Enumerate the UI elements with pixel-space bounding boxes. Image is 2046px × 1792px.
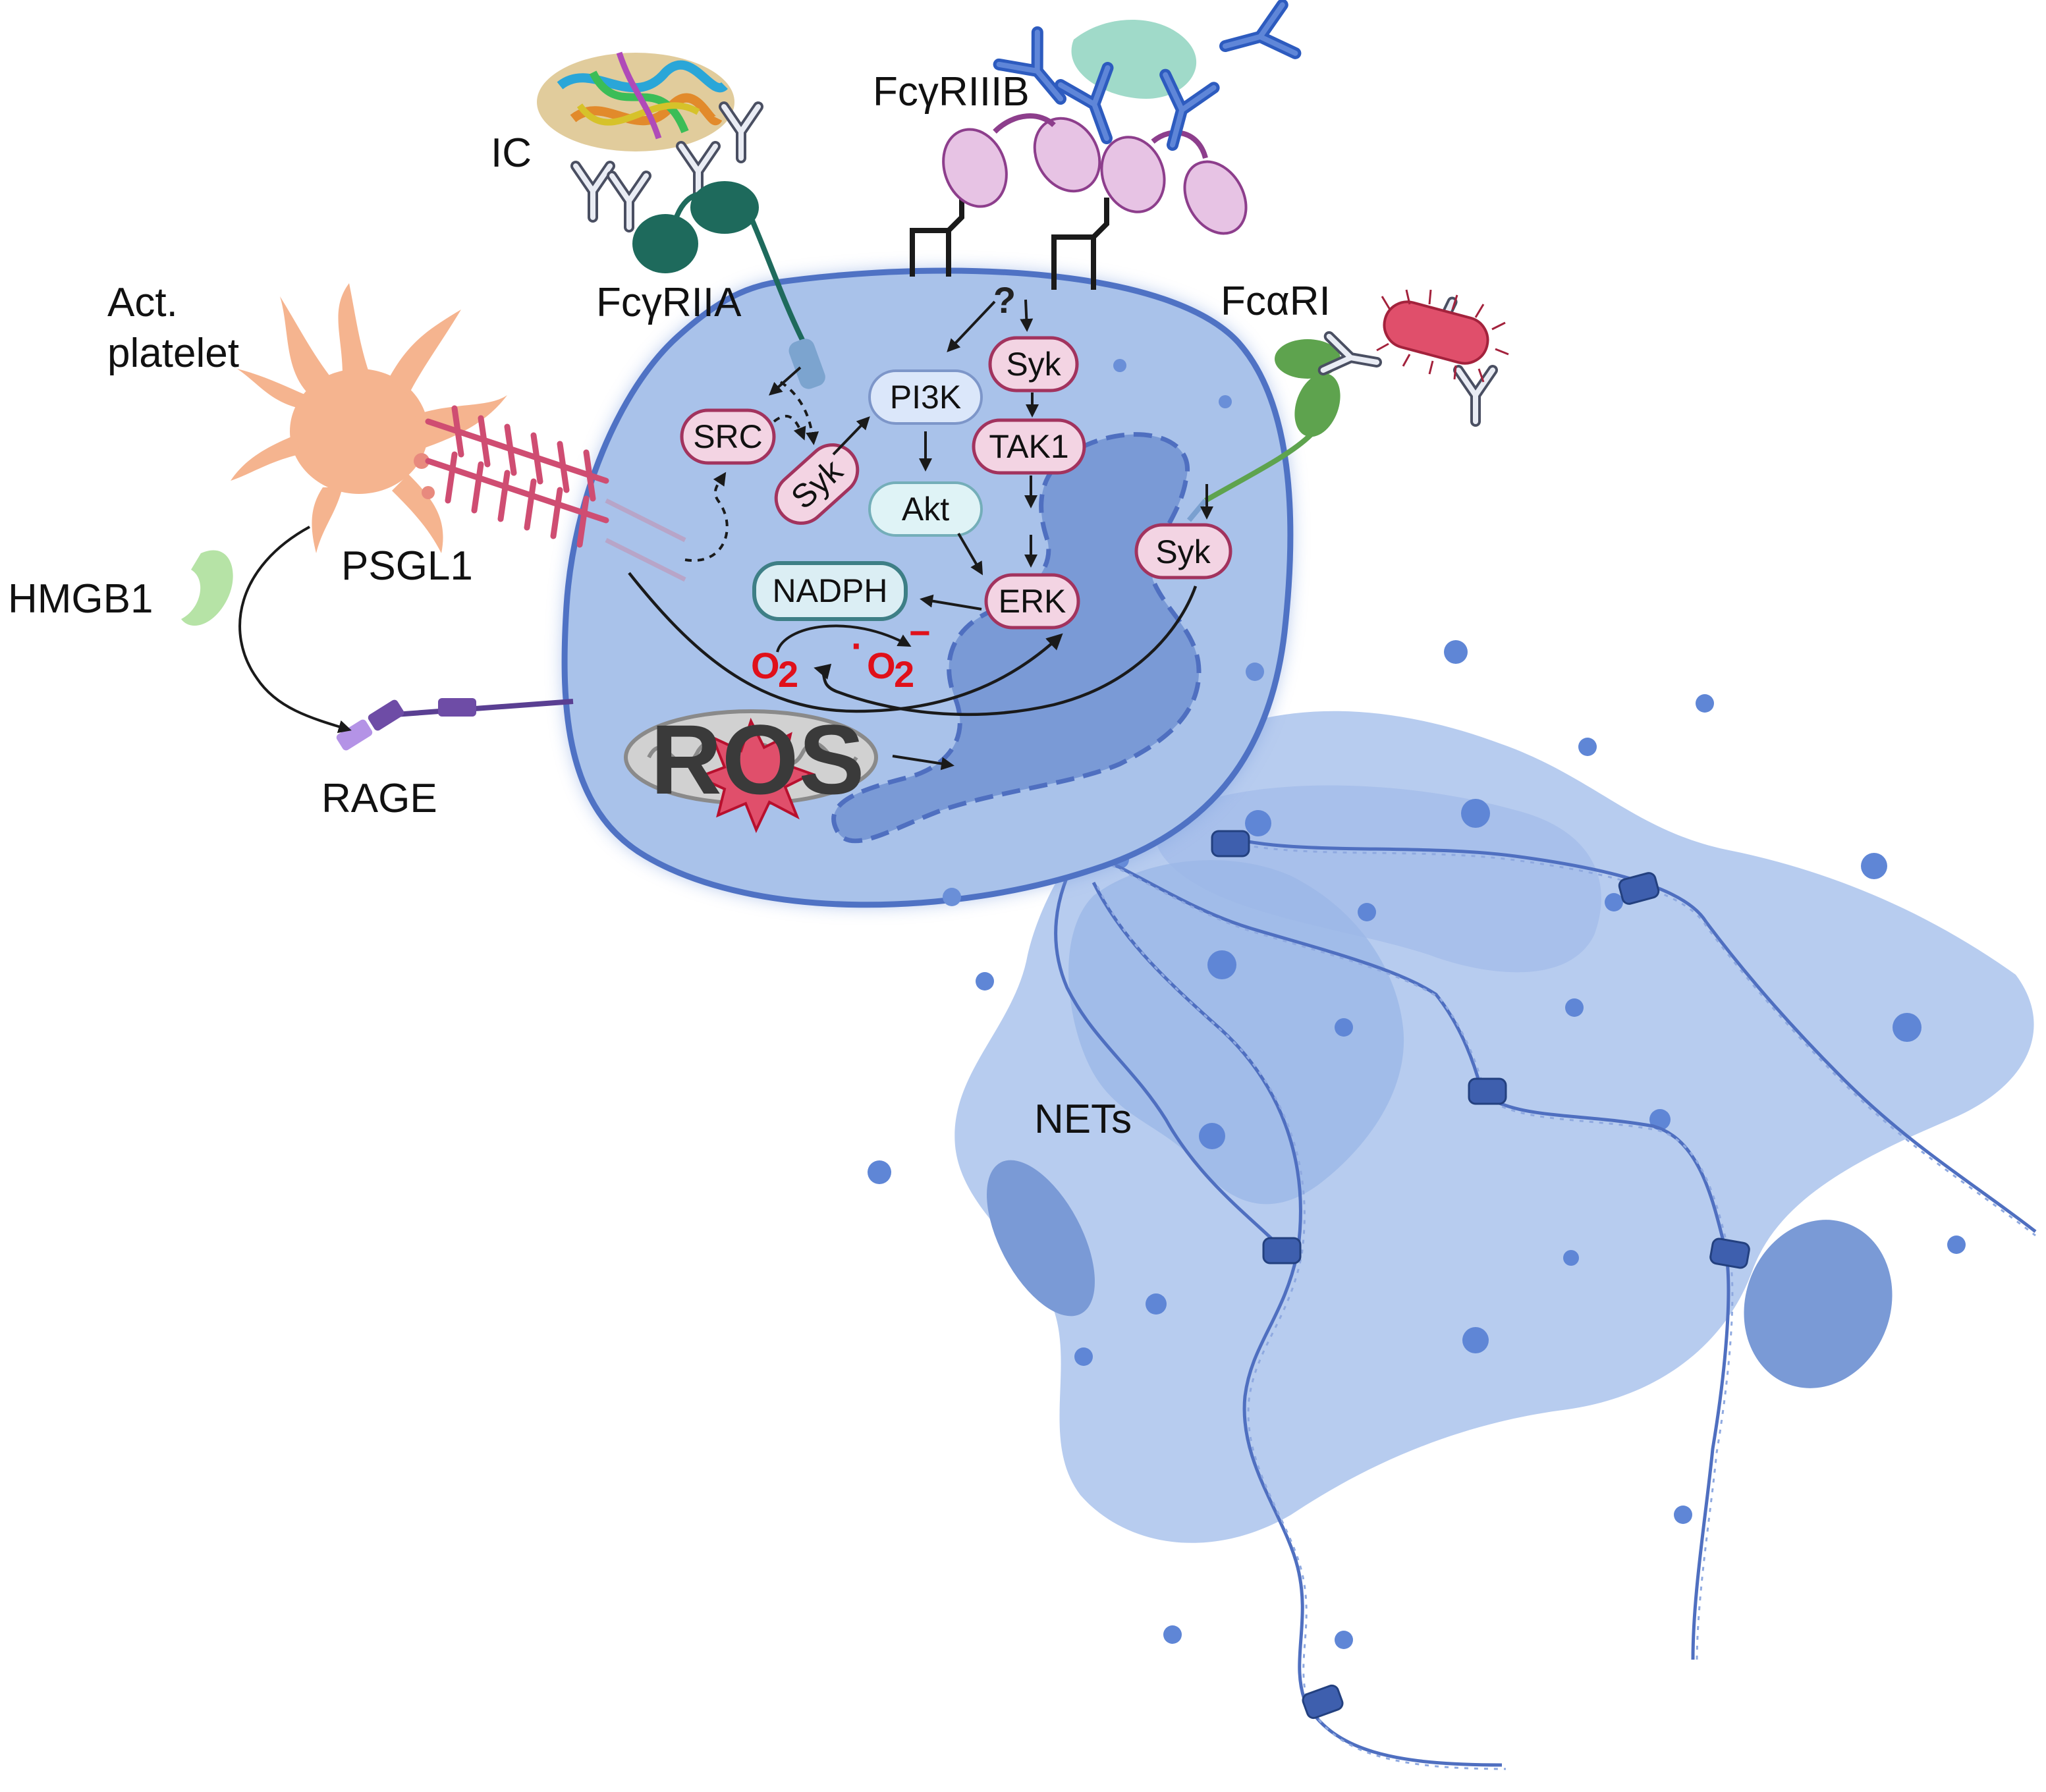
rage-label: RAGE (321, 776, 437, 821)
unknown-upstream-label: ? (993, 279, 1016, 321)
arrow-src-syk (773, 414, 806, 441)
superoxide-charge: − (909, 612, 931, 653)
arrow-psgl1-src (684, 472, 729, 562)
superoxide-subscript: 2 (894, 653, 914, 695)
ic-label: IC (491, 130, 532, 176)
hmgb1-icon (181, 550, 233, 626)
ros-label: ROS (650, 704, 864, 815)
fcgriiib-receptor (910, 5, 1295, 290)
node-syk-top-label: Syk (1006, 346, 1061, 383)
hmgb1-label: HMGB1 (8, 576, 153, 622)
superoxide-text: O (867, 645, 896, 686)
nets-label: NETs (1034, 1097, 1132, 1142)
arrow-akt-erk (957, 532, 983, 576)
psgl1-stalk (605, 498, 686, 582)
bacterium-icon (1376, 289, 1509, 383)
node-tak1: TAK1 (972, 418, 1086, 475)
node-erk-label: ERK (999, 583, 1066, 620)
fcgriiib-label: FcγRIIIB (873, 69, 1030, 115)
superoxide-label: · O 2 − (851, 612, 931, 695)
node-syk-top: Syk (988, 336, 1079, 393)
node-akt: Akt (868, 481, 983, 537)
activated-platelet (231, 283, 507, 553)
o2-label: O 2 (751, 645, 798, 695)
rage-receptor (336, 698, 574, 751)
superoxide-dot: · (851, 625, 864, 666)
pathway-arrows (238, 299, 1213, 771)
fcgriia-receptor (632, 181, 825, 389)
arrow-nadph-o2 (776, 624, 912, 653)
act-platelet-label-line2: platelet (107, 331, 239, 376)
fcgriia-label: FcγRIIA (596, 280, 742, 325)
arrow-ros-nucleus (892, 755, 954, 771)
psgl1-receptor (425, 405, 609, 548)
node-akt-label: Akt (902, 491, 949, 528)
node-syk-right-label: Syk (1155, 533, 1211, 570)
o2-text: O (751, 645, 780, 686)
fcari-label: FcαRI (1221, 279, 1331, 324)
ros-burst-icon (694, 717, 816, 833)
arrow-fcgriia-syk (779, 381, 819, 445)
arrow-platelet-rage (238, 526, 352, 733)
dna-strands (1054, 834, 2037, 1767)
arrow-question-pi3k (947, 300, 996, 352)
fcari-receptor (1186, 302, 1493, 522)
granule-dots (868, 640, 1966, 1649)
node-syk-right: Syk (1134, 523, 1232, 580)
arrow-fcgriia-src (769, 366, 802, 396)
node-src-label: SRC (693, 418, 763, 455)
arrow-syk-pi3k (832, 416, 870, 456)
nucleosomes (1211, 830, 1750, 1720)
arrow-question-syk (1020, 299, 1034, 332)
arrow-syk-o2 (814, 585, 1198, 717)
arrow-psgl1-erk (628, 572, 1063, 713)
node-erk: ERK (984, 573, 1080, 630)
node-src: SRC (680, 408, 776, 465)
act-platelet-label-line1: Act. (107, 280, 178, 325)
node-nadph-label: NADPH (772, 572, 887, 609)
node-tak1-label: TAK1 (989, 428, 1068, 465)
psgl1-label: PSGL1 (341, 543, 473, 589)
arrow-erk-nadph (920, 594, 982, 611)
o2-subscript: 2 (778, 653, 798, 695)
node-pi3k-label: PI3K (890, 379, 961, 416)
node-pi3k: PI3K (868, 369, 983, 425)
node-nadph: NADPH (752, 561, 908, 621)
immune-complex-icon (537, 51, 758, 227)
